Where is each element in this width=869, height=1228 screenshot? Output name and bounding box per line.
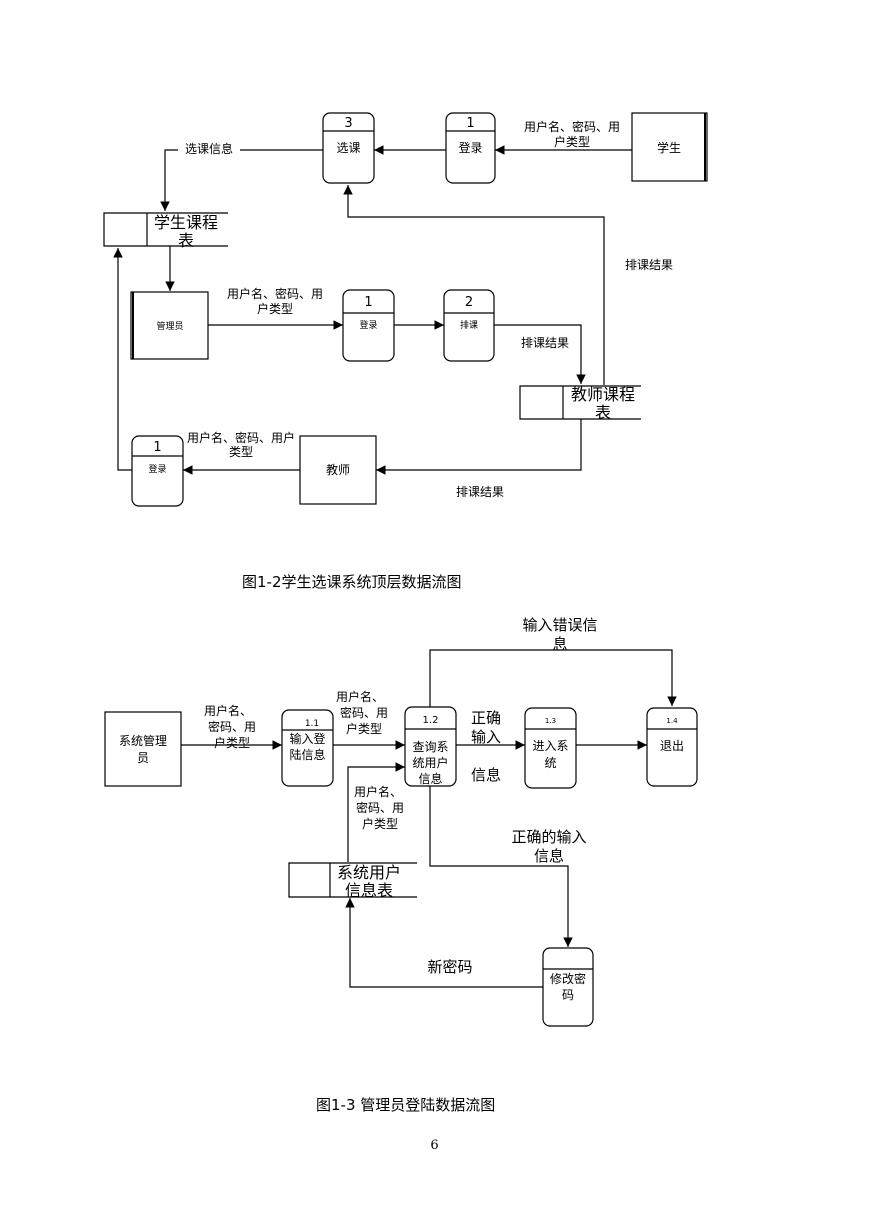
process-label: 修改密: [550, 971, 586, 986]
flow-arrow: [494, 324, 586, 384]
process-label: 陆信息: [289, 747, 325, 762]
diagram-2: 系统管理 员 用户名、 密码、用 户类型 1.1 输入登 陆信息 用户名、 密码…: [104, 616, 698, 1114]
entity-student: 学生: [631, 112, 708, 182]
flow-label: 密码、用: [340, 705, 388, 720]
flow-arrow: [345, 898, 543, 988]
process-label: 退出: [660, 739, 684, 753]
entity-label: 员: [137, 751, 149, 765]
flow-label: 正确的输入: [511, 828, 586, 846]
store-student-course-table: 学生课程 表: [103, 212, 228, 250]
flow-label: 户类型: [362, 816, 398, 831]
flow-label: 输入错误信: [522, 616, 597, 634]
process-query-user-info: 1.2 查询系 统用户 信息: [404, 706, 457, 787]
flow-label: 户类型: [257, 301, 293, 316]
flow-arrow: [347, 762, 405, 862]
entity-label: 管理员: [156, 320, 183, 332]
entity-label: 教师: [326, 462, 350, 477]
flow-arrow: [429, 786, 573, 947]
process-label: 统用户: [412, 755, 448, 770]
process-label: 信息: [418, 771, 442, 786]
entity-system-admin: 系统管理 员: [104, 711, 182, 787]
store-label: 表: [595, 403, 611, 422]
page-number: 6: [430, 1138, 439, 1153]
process-label: 码: [562, 988, 574, 1002]
process-number: 1.1: [305, 719, 319, 729]
flow-label: 密码、用: [208, 719, 256, 734]
flow-label: 户类型: [346, 721, 382, 736]
process-exit: 1.4 退出: [646, 707, 698, 787]
flow-label: 用户名、: [336, 689, 384, 704]
flow-label: 用户名、密码、用: [524, 119, 620, 134]
process-input-login-info: 1.1 输入登 陆信息: [281, 709, 334, 787]
process-login-student: 1 登录: [445, 112, 496, 184]
store-label: 表: [178, 231, 194, 250]
flow-label: 输入: [471, 728, 501, 746]
process-select-course: 3 选课: [322, 112, 375, 184]
store-label: 教师课程: [571, 385, 635, 404]
flow-label: 户类型: [214, 735, 250, 750]
flow-label: 用户名、: [204, 703, 252, 718]
flow-arrow: [160, 149, 178, 211]
process-number: 2: [465, 295, 473, 310]
flow-label: 息: [552, 635, 567, 653]
flow-label: 信息: [471, 766, 501, 784]
process-number: 1.3: [545, 717, 556, 725]
entity-teacher: 教师: [299, 435, 377, 505]
flow-label: 类型: [229, 445, 253, 459]
flow-label: 排课结果: [456, 485, 504, 499]
process-label: 登录: [359, 320, 377, 331]
diagram-2-caption: 图1-3 管理员登陆数据流图: [316, 1096, 495, 1114]
flow-label: 选课信息: [185, 141, 233, 156]
flow-label: 信息: [534, 847, 564, 865]
flow-label: 新密码: [427, 958, 472, 976]
process-label: 输入登: [289, 731, 325, 746]
process-label: 选课: [336, 141, 360, 155]
flow-label: 用户名、密码、用户: [187, 430, 295, 445]
process-number: 3: [344, 116, 352, 131]
flow-label: 用户名、: [354, 784, 402, 799]
store-system-user-info: 系统用户 信息表: [288, 862, 417, 900]
entity-label: 学生: [657, 140, 681, 155]
store-teacher-course-table: 教师课程 表: [519, 385, 641, 422]
store-label: 信息表: [345, 881, 393, 900]
flow-arrow: [429, 649, 677, 707]
process-login-teacher: 1 登录: [131, 435, 184, 507]
flow-arrow: [343, 185, 605, 385]
process-label: 登录: [148, 464, 166, 475]
process-change-password: 修改密 码: [542, 947, 594, 1027]
flow-arrow: [113, 248, 132, 471]
process-number: 1: [153, 440, 161, 455]
process-enter-system: 1.3 进入系 统: [524, 707, 577, 789]
flow-label: 用户名、密码、用: [227, 286, 323, 301]
process-number: 1: [364, 295, 372, 310]
flow-arrow: [376, 419, 582, 475]
flow-label: 密码、用: [356, 800, 404, 815]
process-number: 1.4: [666, 717, 678, 725]
process-number: 1.2: [423, 715, 439, 726]
process-label: 统: [544, 756, 556, 770]
process-label: 查询系: [412, 740, 448, 754]
store-label: 系统用户: [337, 863, 401, 882]
store-label: 学生课程: [154, 213, 218, 232]
process-label: 排课: [460, 319, 478, 331]
flow-label: 排课结果: [625, 258, 673, 272]
entity-admin: 管理员: [130, 291, 209, 360]
flow-label: 户类型: [554, 134, 590, 149]
flow-label: 正确: [471, 709, 501, 727]
process-schedule: 2 排课: [443, 289, 495, 362]
entity-label: 系统管理: [119, 733, 167, 748]
diagram-1-caption: 图1-2学生选课系统顶层数据流图: [242, 573, 462, 591]
process-label: 登录: [458, 140, 482, 155]
process-number: 1: [466, 116, 474, 131]
process-label: 进入系: [532, 739, 568, 753]
process-login-admin: 1 登录: [342, 289, 395, 362]
flow-label: 排课结果: [521, 336, 569, 350]
diagram-1: 3 选课 1 登录 学生 用户名、密码、用 户类型 选课信息: [103, 112, 708, 591]
